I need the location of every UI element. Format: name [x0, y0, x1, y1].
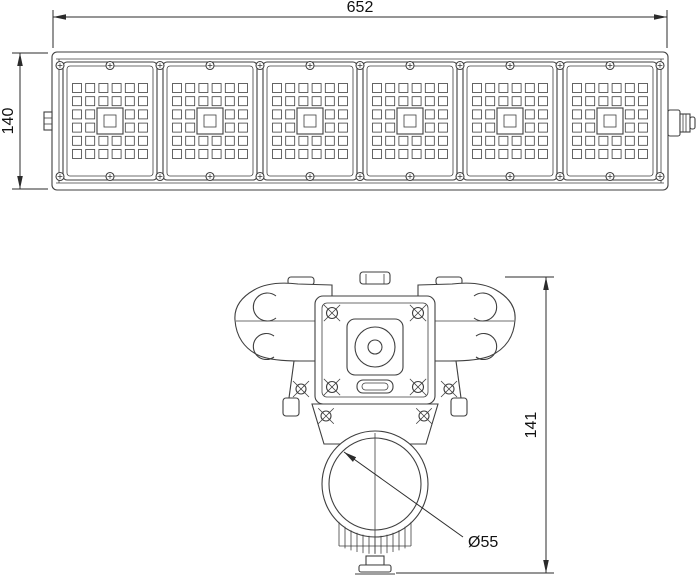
mounting-plate: [314, 295, 436, 405]
pipe-clamp: [311, 403, 439, 445]
housing-outline: [51, 51, 669, 191]
diameter-label: Ø55: [468, 534, 498, 551]
cable-gland-right: [667, 109, 696, 137]
top-hook: [359, 271, 391, 285]
plate-screws: [323, 304, 427, 396]
dim-width: 652: [52, 0, 668, 48]
dim-section-height: 141: [396, 276, 554, 574]
mounting-clip-left: [43, 111, 53, 131]
dim-width-label: 652: [347, 0, 374, 16]
clamp-screws: [317, 407, 433, 425]
dim-section-height-label: 141: [523, 412, 540, 439]
front-view: 652 140: [0, 0, 696, 191]
dim-height-label: 140: [0, 108, 17, 135]
bottom-foot: [355, 555, 395, 575]
left-heatsink-wing: [234, 276, 333, 417]
dim-height-front: 140: [0, 52, 48, 190]
led-module-array: [55, 60, 665, 182]
section-view: Ø55 141: [234, 271, 554, 575]
diameter-dimension: Ø55: [343, 451, 498, 551]
